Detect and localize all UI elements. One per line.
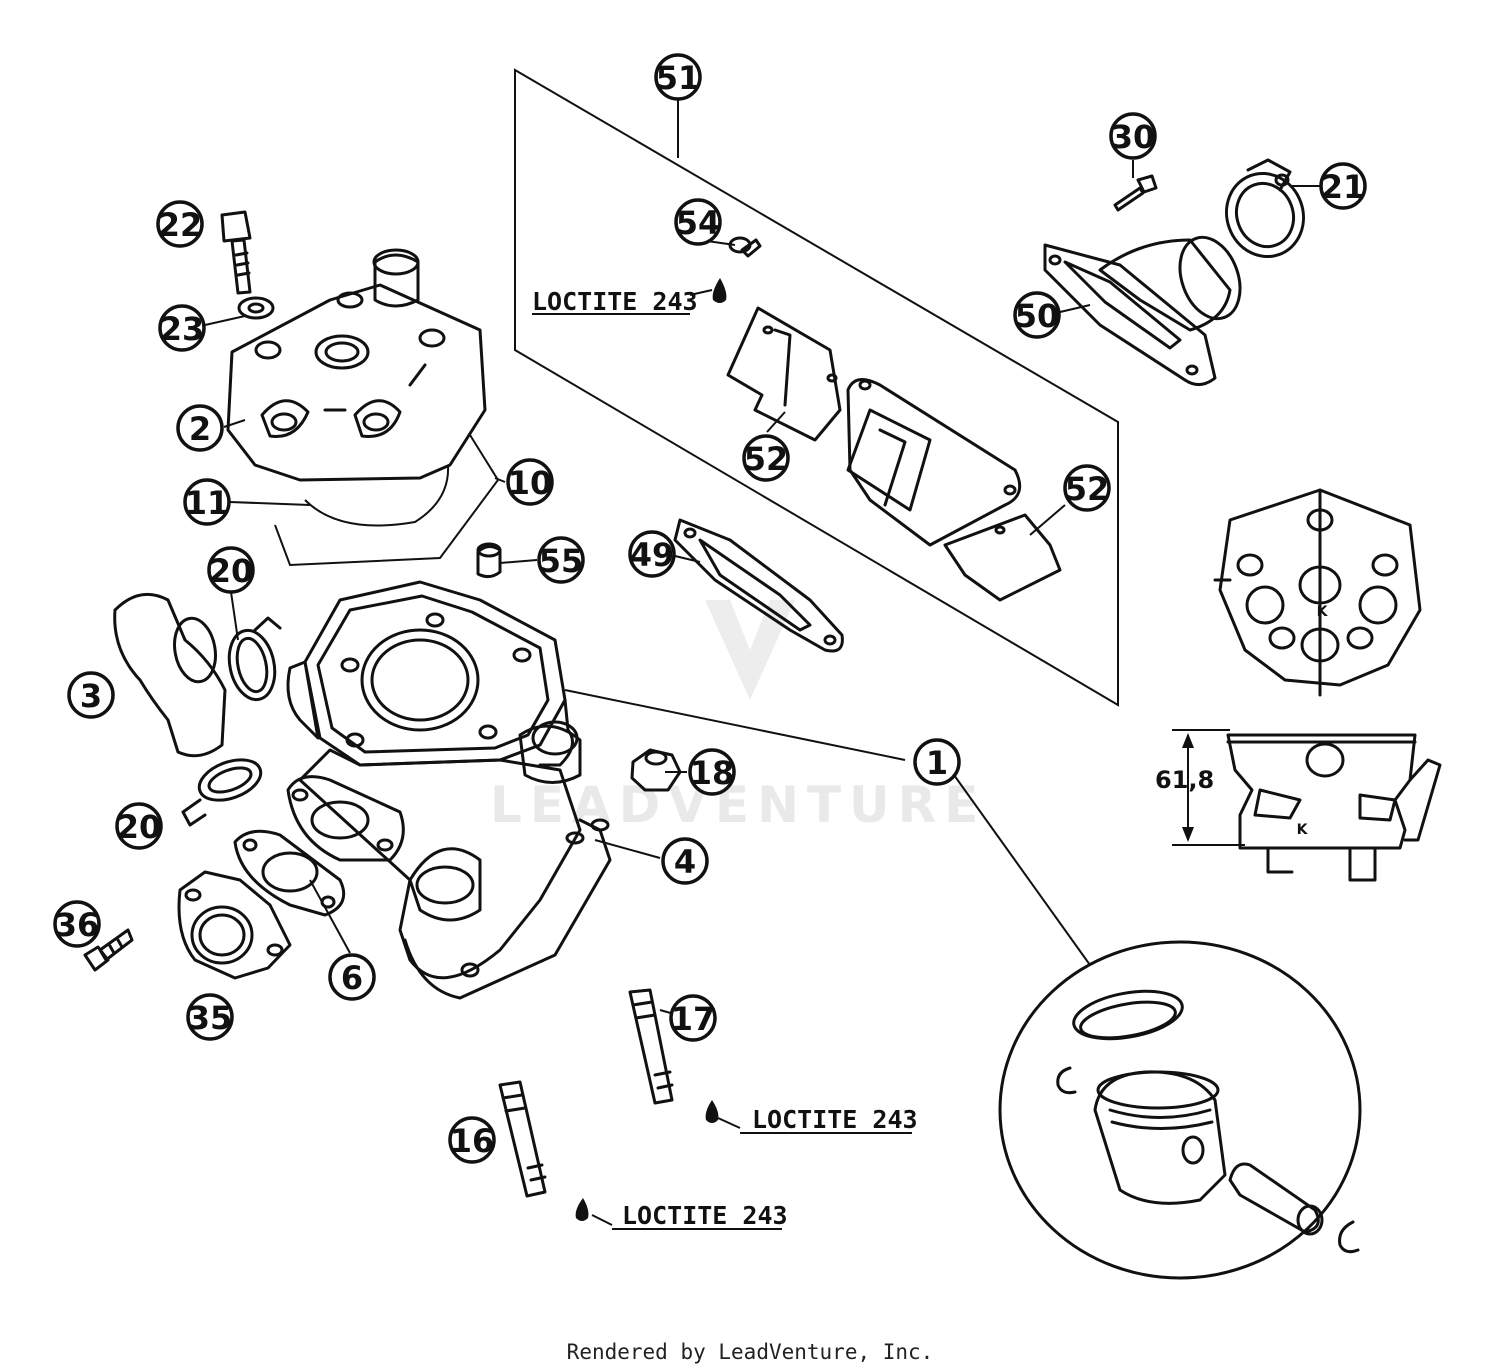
callout-23[interactable]: 23: [158, 304, 206, 352]
loctite-16-label: LOCTITE 243: [622, 1201, 788, 1230]
callout-17[interactable]: 17: [669, 994, 717, 1042]
svg-text:18: 18: [690, 754, 735, 792]
svg-text:35: 35: [188, 999, 233, 1037]
loctite-drop-16: [575, 1198, 589, 1221]
callout-49[interactable]: 49: [628, 530, 676, 578]
svg-text:51: 51: [656, 59, 701, 97]
reed-petals-upper: [726, 306, 842, 442]
callout-2[interactable]: 2: [176, 404, 224, 452]
callout-20-upper[interactable]: 20: [207, 546, 255, 594]
svg-text:22: 22: [158, 206, 203, 244]
svg-text:21: 21: [1321, 168, 1366, 206]
intake-gasket: [673, 518, 844, 653]
loctite-17-label: LOCTITE 243: [752, 1105, 918, 1134]
callout-51[interactable]: 51: [654, 53, 702, 101]
coolant-hose: [113, 592, 227, 758]
loctite-note-17: LOCTITE 243: [740, 1105, 918, 1134]
callout-52-upper[interactable]: 52: [742, 434, 790, 482]
callout-16[interactable]: 16: [448, 1116, 496, 1164]
callout-10[interactable]: 10: [506, 458, 554, 506]
callout-50[interactable]: 50: [1013, 291, 1061, 339]
head-wire-gasket: [274, 434, 500, 567]
svg-text:6: 6: [341, 959, 363, 997]
piston-kit-detail: [998, 940, 1362, 1280]
loctite-drop-reed: [712, 278, 727, 303]
svg-text:10: 10: [508, 464, 553, 502]
reed-stop-screw: [728, 236, 762, 258]
reed-petals-lower: [943, 513, 1062, 602]
hose-clamp-lower: [181, 758, 263, 827]
svg-text:11: 11: [185, 484, 230, 522]
dimension-value: 61,8: [1155, 766, 1214, 794]
callout-21[interactable]: 21: [1319, 162, 1367, 210]
cylinder-head-bolt: [220, 210, 252, 295]
cylinder-head: [226, 248, 487, 482]
stud-16: [498, 1080, 547, 1198]
callout-18[interactable]: 18: [688, 748, 736, 796]
stud-17: [628, 988, 674, 1105]
callout-6[interactable]: 6: [328, 953, 376, 1001]
leader-lines: [204, 98, 1320, 1226]
reed-valve-box: [514, 68, 1119, 707]
callout-4[interactable]: 4: [661, 837, 709, 885]
dimension-line: [1172, 729, 1245, 846]
reed-block: [846, 378, 1022, 547]
washer: [237, 296, 275, 320]
loctite-note-16: LOCTITE 243: [612, 1201, 788, 1230]
svg-text:52: 52: [744, 440, 789, 478]
dowel-pin: [476, 542, 502, 579]
svg-text:49: 49: [630, 536, 675, 574]
callout-11[interactable]: 11: [183, 478, 231, 526]
hose-clamp-upper: [227, 616, 282, 702]
callout-1[interactable]: 1: [913, 738, 961, 786]
callout-20-lower[interactable]: 20: [115, 802, 163, 850]
intake-manifold: [1043, 235, 1242, 386]
k-mark-top: K: [1317, 604, 1329, 620]
nut: [630, 748, 682, 792]
svg-text:2: 2: [189, 410, 211, 448]
svg-text:17: 17: [671, 1000, 716, 1038]
loctite-note-reed: LOCTITE 243: [532, 287, 698, 316]
exhaust-gasket: [233, 829, 346, 917]
svg-text:23: 23: [160, 310, 205, 348]
callout-36[interactable]: 36: [53, 900, 101, 948]
watermark: LEADVENTURE: [490, 600, 978, 834]
svg-text:1: 1: [926, 744, 948, 782]
svg-text:52: 52: [1065, 470, 1110, 508]
intake-hose-clamp: [1225, 158, 1305, 259]
loctite-drop-17: [705, 1100, 719, 1123]
svg-text:50: 50: [1015, 297, 1060, 335]
flange-screw: [83, 928, 134, 972]
manifold-screw: [1113, 174, 1158, 212]
loctite-reed-label: LOCTITE 243: [532, 287, 698, 316]
svg-text:16: 16: [450, 1122, 495, 1160]
svg-text:30: 30: [1111, 118, 1156, 156]
callout-55[interactable]: 55: [537, 536, 585, 584]
callout-3[interactable]: 3: [67, 671, 115, 719]
head-o-ring: [304, 464, 450, 527]
cylinder-head-top-view: [1213, 488, 1422, 697]
k-mark-side: K: [1297, 822, 1309, 838]
svg-text:20: 20: [117, 808, 162, 846]
callout-35[interactable]: 35: [186, 993, 234, 1041]
cylinder: [286, 580, 612, 1000]
svg-text:55: 55: [539, 542, 584, 580]
callout-52-lower[interactable]: 52: [1063, 464, 1111, 512]
svg-text:4: 4: [674, 843, 696, 881]
svg-text:20: 20: [209, 552, 254, 590]
svg-text:54: 54: [676, 204, 721, 242]
cylinder-side-view: [1226, 733, 1442, 882]
svg-text:36: 36: [55, 906, 100, 944]
footer-credit: Rendered by LeadVenture, Inc.: [566, 1340, 934, 1364]
callout-54[interactable]: 54: [674, 198, 722, 246]
exhaust-flange: [177, 870, 292, 980]
callout-30[interactable]: 30: [1109, 112, 1157, 160]
callout-22[interactable]: 22: [156, 200, 204, 248]
svg-text:3: 3: [80, 677, 102, 715]
